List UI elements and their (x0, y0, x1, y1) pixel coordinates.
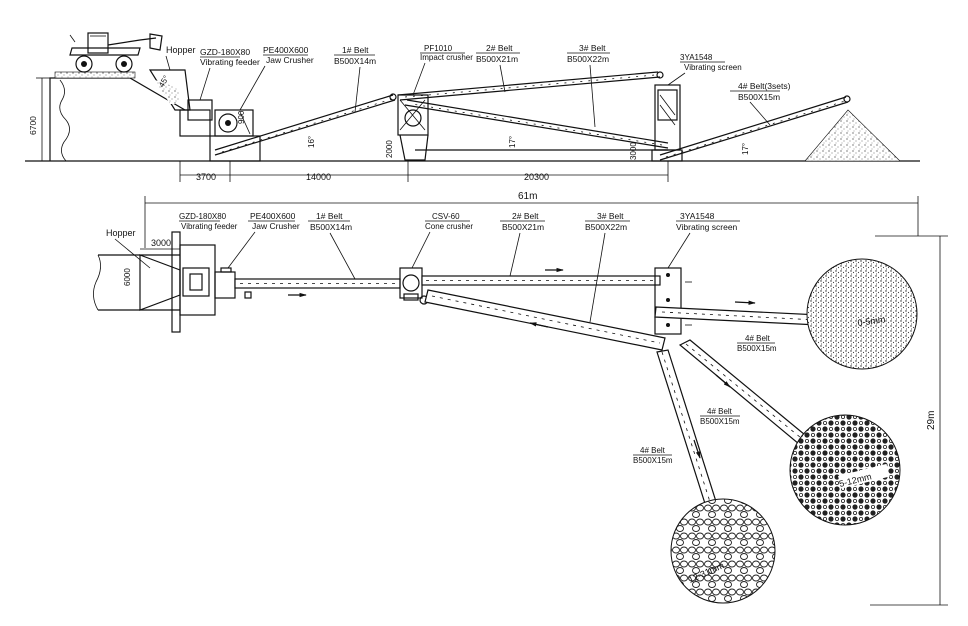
plan-jaw-name: Jaw Crusher (252, 221, 300, 231)
plan-cone-crusher (399, 267, 429, 305)
plan-belt4c-name: 4# Belt (640, 446, 666, 455)
elev-belt-1 (214, 93, 397, 156)
elev-belt-3 (404, 99, 669, 149)
elev-stockpile (804, 109, 901, 162)
elev-angle-4: 17° (741, 143, 750, 155)
plan-hopper (93, 231, 216, 333)
elev-belt2-name: 2# Belt (486, 43, 513, 53)
elev-dim-14000: 14000 (306, 172, 331, 182)
elev-angle-2: 17° (508, 136, 517, 148)
plan-feeder-name: Vibrating feeder (181, 222, 238, 231)
plan-view: 61m 29m Hopper 3000 6000 GZD-180X80 Vibr… (93, 191, 948, 606)
plan-belt4b-name: 4# Belt (707, 407, 733, 416)
elev-belt2-spec: B500X21m (476, 54, 518, 64)
plan-dim-3000: 3000 (151, 238, 171, 248)
elev-belt4-spec: B500X15m (738, 92, 780, 102)
elev-screen-name: Vibrating screen (684, 63, 742, 72)
elev-dim-2000: 2000 (385, 140, 394, 158)
plan-belt-3 (424, 289, 666, 351)
elev-impact-model: PF1010 (424, 44, 453, 53)
plan-feeder (182, 267, 210, 297)
elev-jaw-model: PE400X600 (263, 45, 309, 55)
plan-belt4b-spec: B500X15m (700, 417, 740, 426)
elev-dim-6700: 6700 (28, 116, 38, 135)
plan-belt1-name: 1# Belt (316, 211, 343, 221)
plan-screen-name: Vibrating screen (676, 222, 738, 232)
plan-total-length: 61m (518, 191, 537, 202)
plan-belt1-spec: B500X14m (310, 222, 352, 232)
elev-dim-3700: 3700 (196, 172, 216, 182)
elev-hopper-leader (165, 55, 171, 71)
elev-hopper-material (155, 80, 180, 104)
elev-impact-name: Impact crusher (420, 53, 473, 62)
plan-total-width: 29m (926, 411, 937, 430)
elev-dim-3000: 3000 (629, 142, 638, 160)
pile-5-12mm: 5-12mm (789, 414, 901, 526)
plan-cone-name: Cone crusher (425, 222, 473, 231)
elev-belt3-spec: B500X22m (567, 54, 609, 64)
elev-dim-20300: 20300 (524, 172, 549, 182)
elev-dim-900: 900 (237, 110, 246, 124)
plan-belt4a-name: 4# Belt (745, 334, 771, 343)
elev-hopper-label: Hopper (166, 45, 196, 55)
plan-belt4c-spec: B500X15m (633, 456, 673, 465)
elev-belt1-name: 1# Belt (342, 45, 369, 55)
wheel-loader-icon (69, 32, 163, 73)
plan-belt3-name: 3# Belt (597, 211, 624, 221)
pile-12-31mm: 12-31mm (670, 498, 776, 604)
elev-angle-1: 16° (307, 136, 316, 148)
elev-belt-2 (397, 71, 664, 101)
elev-jaw-crusher (214, 109, 254, 137)
pile-0-5mm: 0-5mm (806, 258, 918, 370)
elev-jaw-name: Jaw Crusher (266, 55, 314, 65)
plan-screen-model: 3YA1548 (680, 211, 715, 221)
elevation-view: Hopper 45° GZD-180X80 Vibrating feeder P… (25, 32, 920, 182)
elev-vibrating-screen (651, 84, 683, 162)
pile-0-5mm-label: 0-5mm (857, 314, 886, 328)
loader-pad (54, 71, 136, 79)
elev-belt-4 (659, 95, 851, 161)
elev-belt4-name: 4# Belt(3sets) (738, 81, 791, 91)
plan-hopper-label: Hopper (106, 228, 136, 238)
plan-belt4a-spec: B500X15m (737, 344, 777, 353)
plan-feeder-model: GZD-180X80 (179, 212, 227, 221)
plan-belt-1 (234, 278, 401, 298)
elev-feeder-name: Vibrating feeder (200, 57, 260, 67)
plan-jaw-model: PE400X600 (250, 211, 296, 221)
plan-belt2-name: 2# Belt (512, 211, 539, 221)
elev-feeder-frame (179, 109, 211, 137)
plan-cone-model: CSV-60 (432, 212, 460, 221)
plan-dim-6000: 6000 (123, 268, 132, 286)
elev-belt3-name: 3# Belt (579, 43, 606, 53)
ramp-break-line (59, 79, 70, 162)
plan-belt3-spec: B500X22m (585, 222, 627, 232)
plan-belt-2 (421, 267, 661, 286)
elev-feeder-model: GZD-180X80 (200, 47, 250, 57)
elev-belt1-spec: B500X14m (334, 56, 376, 66)
elev-screen-model: 3YA1548 (680, 53, 713, 62)
plan-belt2-spec: B500X21m (502, 222, 544, 232)
